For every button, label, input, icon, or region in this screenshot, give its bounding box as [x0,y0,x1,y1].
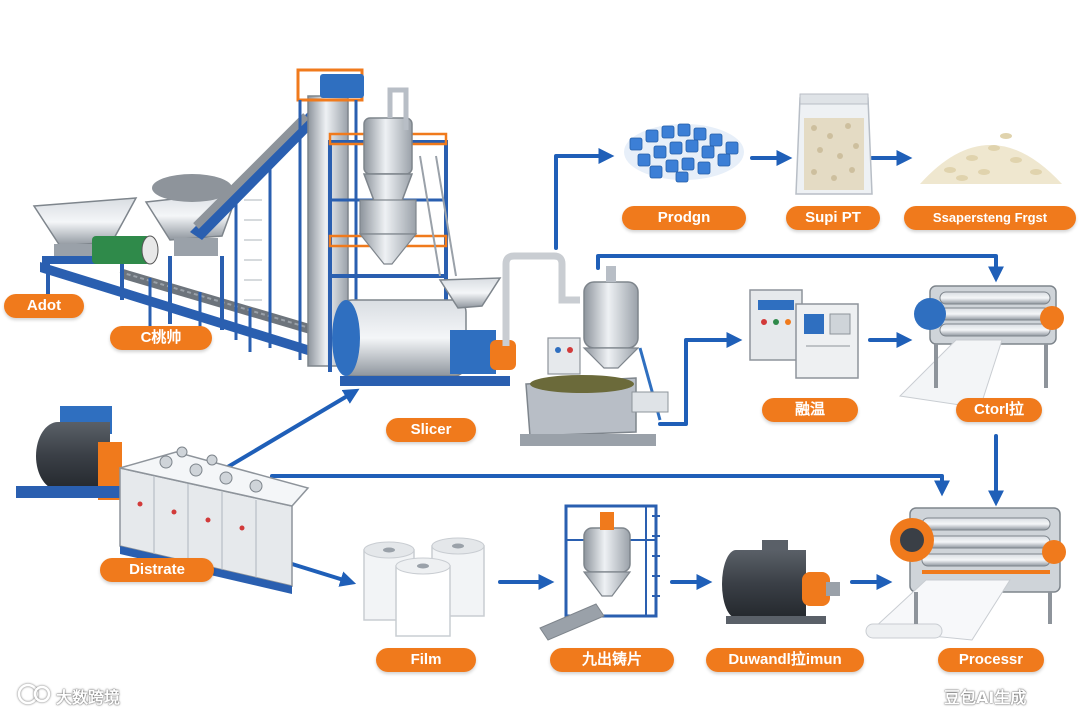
label-adot: Adot [4,294,84,318]
label-tempering: 融温 [762,398,858,422]
flow-arrow [290,562,357,587]
film-roll-icon [363,537,485,637]
label-control: Ctorl拉 [956,398,1042,422]
hopper-icon [32,197,159,300]
tank-icon [520,266,669,446]
flow-arrow [270,474,950,497]
label-slicer: Slicer [386,418,476,442]
label-film: Film [376,648,476,672]
flow-arrow [596,254,1004,283]
flow-arrow [658,332,743,426]
stretching-machine-icon [865,507,1066,641]
label-drawing: Duwandl拉imun [706,648,864,672]
flow-arrow [224,388,360,470]
label-distribute: Distrate [100,558,214,582]
bag-icon [795,93,873,195]
label-supi-pt: Supi PT [786,206,880,230]
watermark-right: 豆包AI生成 [944,688,1027,707]
motor-icon [16,406,126,500]
control-cabinet-icon [749,289,859,379]
stretching-machine-icon [898,285,1064,409]
flow-arrow [554,148,615,250]
label-casting: 九出铸片 [550,648,674,672]
tank-icon [539,504,660,641]
label-processor: Processr [938,648,1044,672]
label-prodgn: Prodgn [622,206,746,230]
flakes-icon [920,133,1062,184]
watermark-left: 大数跨境 [56,688,121,707]
extruder-icon [332,277,516,386]
label-separation: Ssapersteng Frgst [904,206,1076,230]
conveyor-icon [190,112,320,348]
hopper-icon [144,174,240,330]
control-cabinet-icon [547,337,581,375]
watermark-logo-icon [17,683,51,705]
pellets-icon [624,123,744,183]
motor-icon [722,540,840,624]
label-c-machine: C桃帅 [110,326,212,350]
